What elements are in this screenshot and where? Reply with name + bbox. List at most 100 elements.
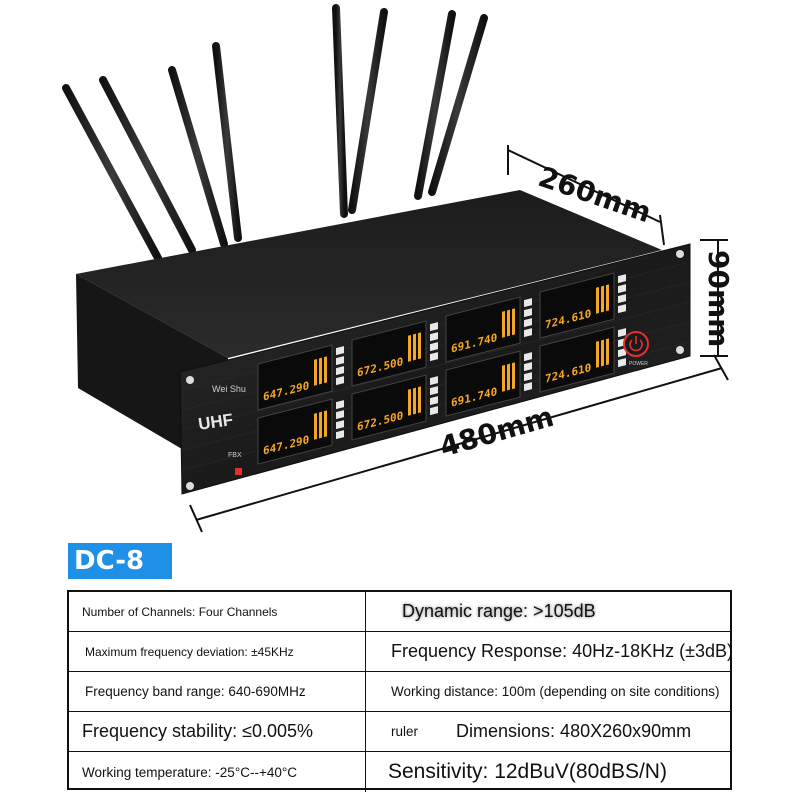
rack-hole xyxy=(186,482,194,490)
receiver-drawing: 647.290672.500691.740724.610647.290672.5… xyxy=(62,4,729,533)
spec-cell: Frequency Response: 40Hz-18KHz (±3dB) xyxy=(391,641,734,661)
lcd-screen: 647.290 xyxy=(257,398,344,465)
channel-button[interactable] xyxy=(524,328,532,338)
dimension-lines xyxy=(189,145,729,533)
spec-table: Number of Channels: Four Channels Dynami… xyxy=(67,590,734,792)
channel-button[interactable] xyxy=(430,376,438,386)
level-meter xyxy=(418,386,421,414)
antenna xyxy=(332,4,348,218)
level-meter xyxy=(512,308,515,336)
level-meter xyxy=(601,285,604,313)
antenna xyxy=(168,66,228,248)
antenna xyxy=(428,14,488,196)
channel-button[interactable] xyxy=(524,372,532,382)
brand-text: Wei Shu xyxy=(212,384,246,394)
lcd-screen: 691.740 xyxy=(445,296,532,363)
channel-button[interactable] xyxy=(336,346,344,356)
level-meter xyxy=(502,310,505,338)
channel-button[interactable] xyxy=(336,400,344,410)
level-meter xyxy=(413,387,416,415)
level-meter xyxy=(319,411,322,439)
lcd-screen: 672.500 xyxy=(351,320,438,387)
channel-button[interactable] xyxy=(524,352,532,362)
power-icon xyxy=(629,339,643,352)
fbx-label: FBX xyxy=(228,452,242,459)
antenna xyxy=(99,76,196,254)
channel-button[interactable] xyxy=(336,410,344,420)
spec-row: Frequency stability: ≤0.005% ruler Dimen… xyxy=(69,712,730,752)
level-meter xyxy=(512,362,515,390)
channel-button[interactable] xyxy=(618,294,626,304)
channel-button[interactable] xyxy=(618,358,626,368)
channel-button[interactable] xyxy=(336,420,344,430)
level-meter xyxy=(324,356,327,384)
channel-button[interactable] xyxy=(524,298,532,308)
model-badge: DC-8 xyxy=(68,543,172,579)
level-meter xyxy=(324,410,327,438)
spec-row: Maximum frequency deviation: ±45KHz Freq… xyxy=(69,632,734,672)
level-meter xyxy=(502,364,505,392)
level-meter xyxy=(314,412,317,440)
spec-cell: Frequency band range: 640-690MHz xyxy=(69,672,366,711)
channel-button[interactable] xyxy=(430,322,438,332)
channel-button[interactable] xyxy=(336,430,344,440)
lcd-screen: 647.290 xyxy=(257,344,344,411)
spec-cell: Working temperature: -25°C--+40°C xyxy=(69,752,366,792)
ruler-label: ruler xyxy=(391,724,419,739)
level-meter xyxy=(314,358,317,386)
level-meter xyxy=(606,338,609,366)
channel-button[interactable] xyxy=(618,304,626,314)
level-meter xyxy=(606,284,609,312)
channel-button[interactable] xyxy=(524,382,532,392)
spec-row: Frequency band range: 640-690MHz Working… xyxy=(69,672,730,712)
spec-cell: Dynamic range: >105dB xyxy=(402,601,596,621)
channel-button[interactable] xyxy=(430,396,438,406)
channel-button[interactable] xyxy=(430,406,438,416)
antenna xyxy=(62,84,162,262)
lcd-screen: 672.500 xyxy=(351,374,438,441)
spec-cell: ruler Dimensions: 480X260x90mm xyxy=(366,712,730,751)
spec-cell: Frequency stability: ≤0.005% xyxy=(69,712,366,751)
channel-button[interactable] xyxy=(430,386,438,396)
channel-button[interactable] xyxy=(618,284,626,294)
channel-button[interactable] xyxy=(336,366,344,376)
level-meter xyxy=(319,357,322,385)
antennas xyxy=(62,4,488,262)
power-label: POWER xyxy=(629,361,648,367)
antenna xyxy=(212,42,242,242)
channel-button[interactable] xyxy=(430,342,438,352)
channel-button[interactable] xyxy=(430,332,438,342)
channel-button[interactable] xyxy=(524,318,532,328)
channel-button[interactable] xyxy=(336,356,344,366)
level-meter xyxy=(408,388,411,416)
level-meter xyxy=(418,332,421,360)
spec-cell: Maximum frequency deviation: ±45KHz xyxy=(69,632,366,671)
level-meter xyxy=(408,334,411,362)
spec-cell: Sensitivity: 12dBuV(80dBS/N) xyxy=(388,760,667,783)
spec-value: Dimensions: 480X260x90mm xyxy=(456,721,692,741)
channel-button[interactable] xyxy=(524,362,532,372)
channel-button[interactable] xyxy=(618,274,626,284)
spec-cell: Working distance: 100m (depending on sit… xyxy=(391,684,720,699)
level-meter xyxy=(413,333,416,361)
channel-button[interactable] xyxy=(618,348,626,358)
level-meter xyxy=(596,286,599,314)
spec-row: Working temperature: -25°C--+40°C Sensit… xyxy=(69,752,730,792)
channel-button[interactable] xyxy=(524,308,532,318)
rack-hole xyxy=(676,346,684,354)
channel-button[interactable] xyxy=(336,376,344,386)
level-meter xyxy=(507,363,510,391)
rack-hole xyxy=(186,376,194,384)
chassis-top xyxy=(76,190,662,358)
height-dimension-label: 90mm xyxy=(702,250,735,348)
spec-row: Number of Channels: Four Channels Dynami… xyxy=(69,592,730,632)
level-meter xyxy=(596,340,599,368)
channel-button[interactable] xyxy=(618,328,626,338)
level-meter xyxy=(601,339,604,367)
channel-button[interactable] xyxy=(430,352,438,362)
lcd-screens: 647.290672.500691.740724.610647.290672.5… xyxy=(257,272,626,465)
rack-hole xyxy=(676,250,684,258)
indicator-led xyxy=(235,468,242,475)
spec-cell: Number of Channels: Four Channels xyxy=(69,592,366,631)
